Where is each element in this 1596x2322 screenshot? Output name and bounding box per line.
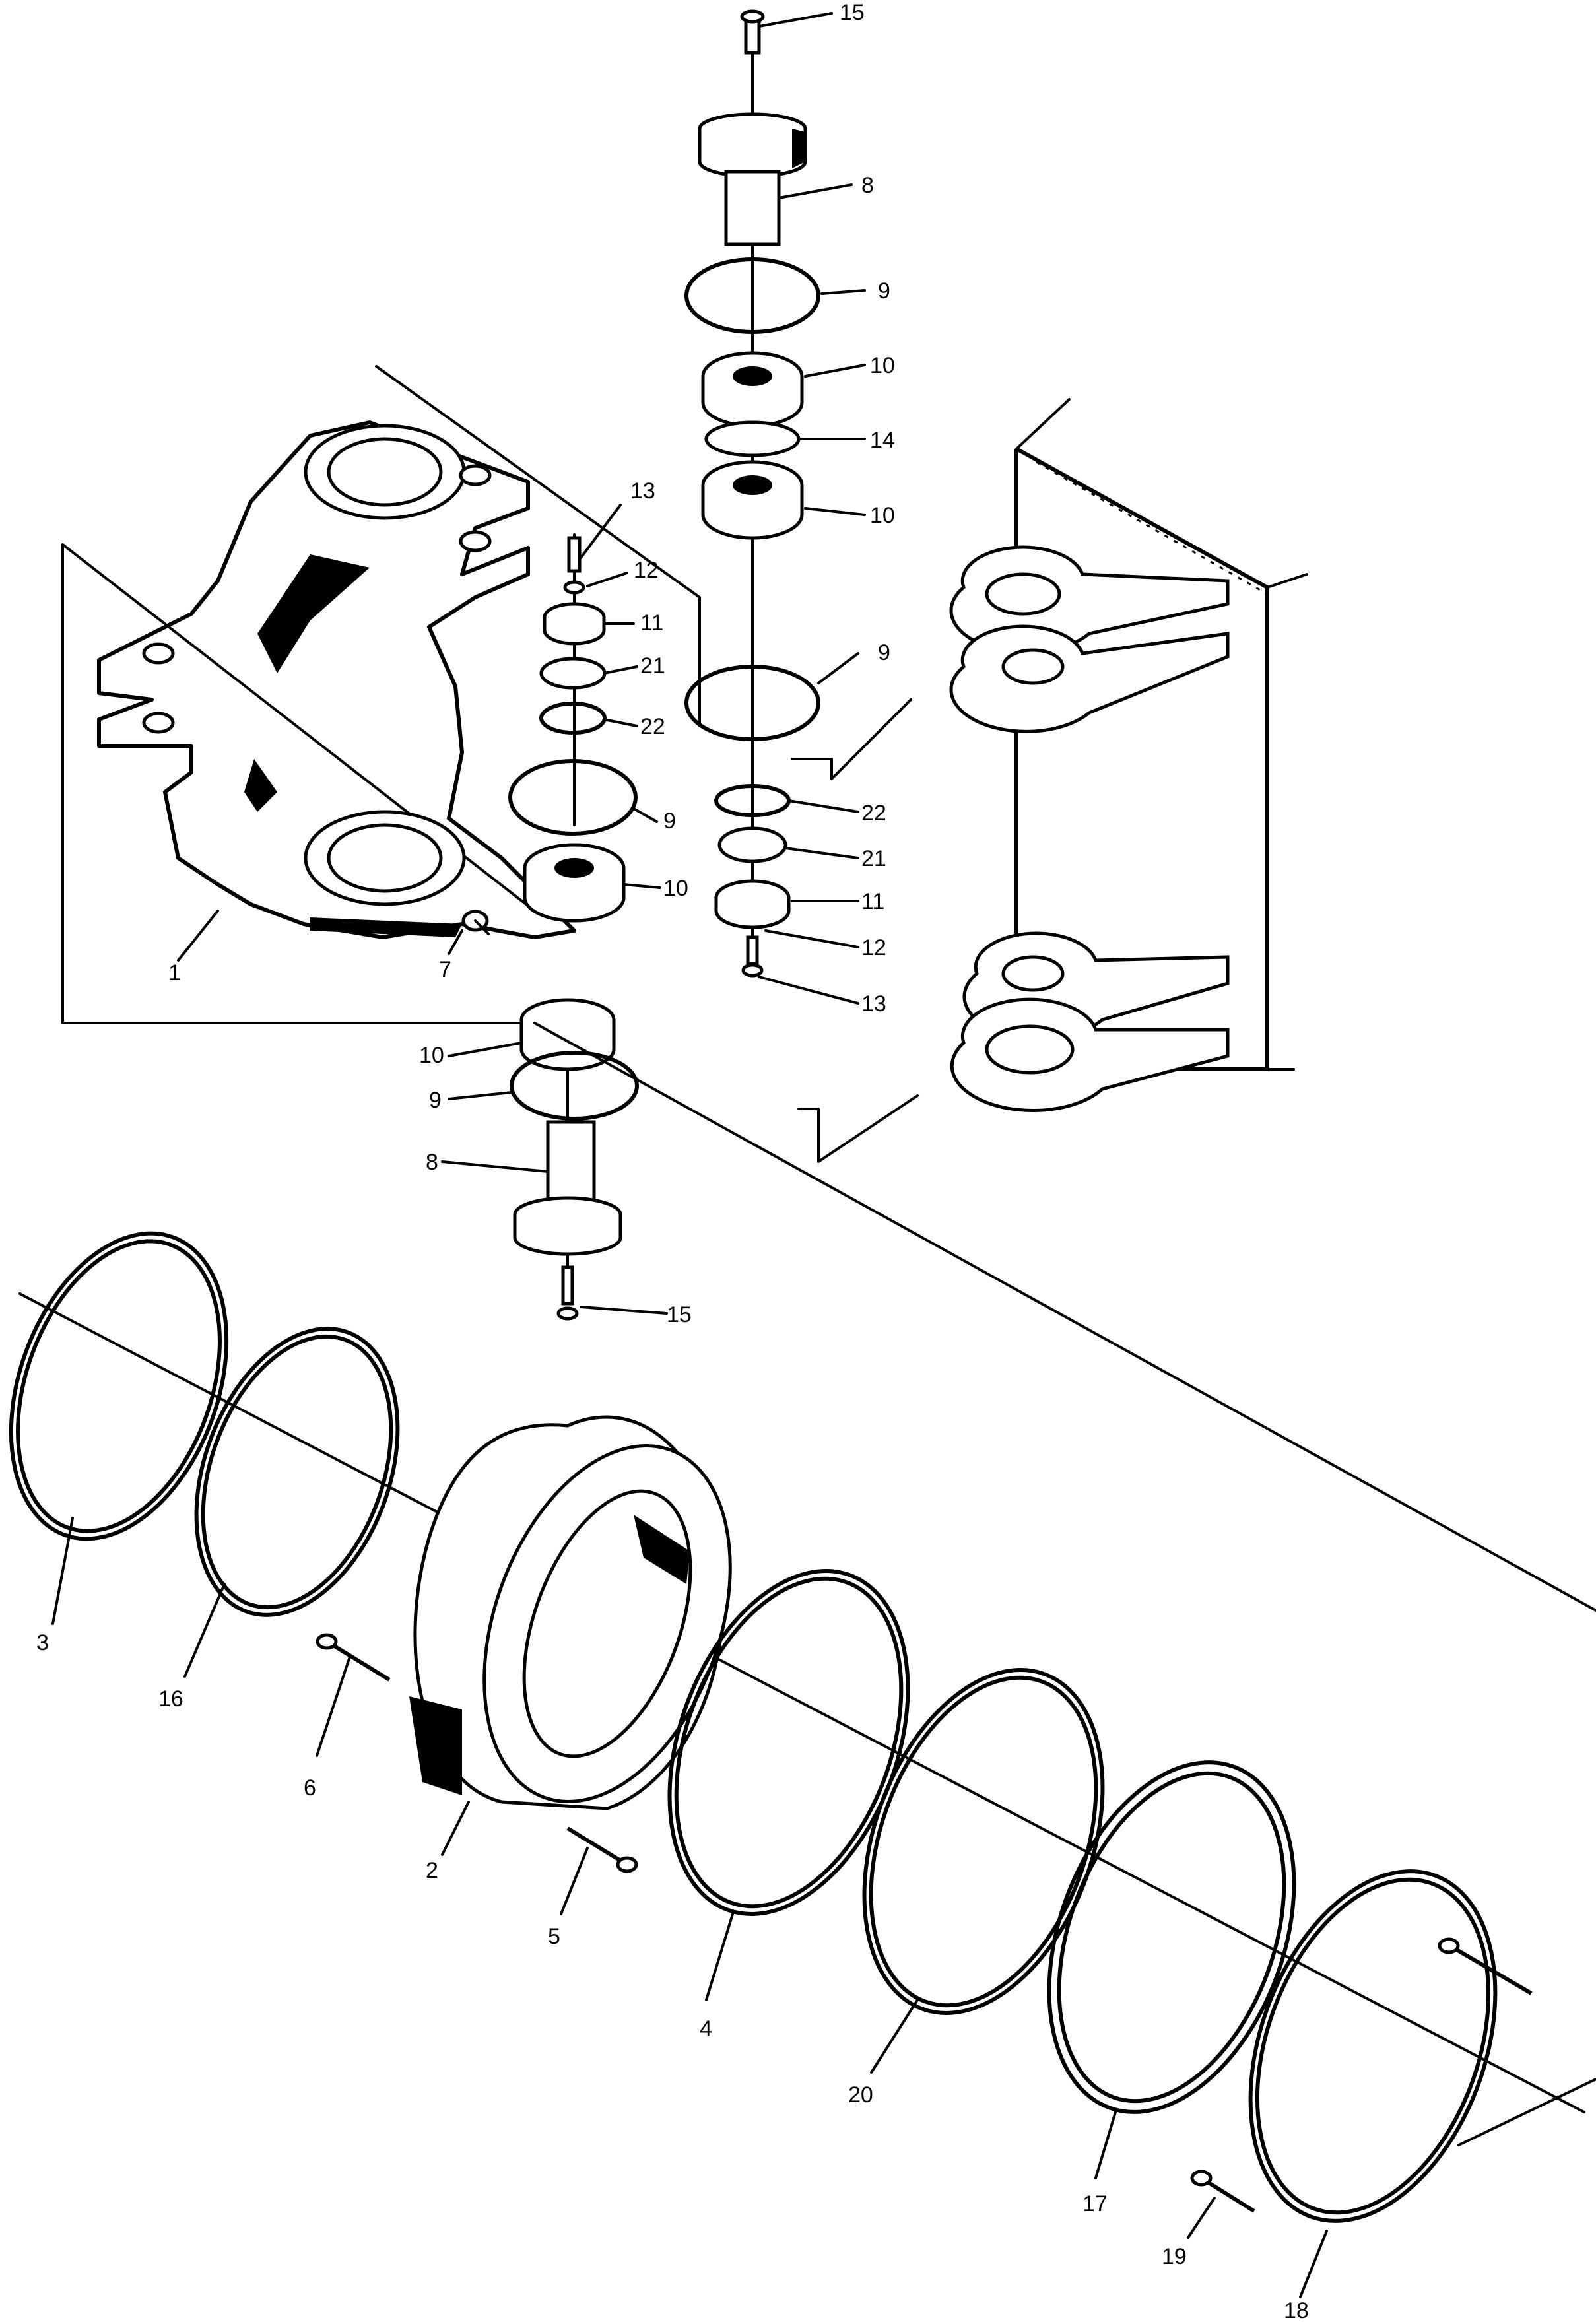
upper-axis-parts xyxy=(684,9,820,978)
callout-11-left: 11 xyxy=(640,611,663,636)
callout-13-left: 13 xyxy=(630,479,655,504)
callout-10-mid: 10 xyxy=(870,503,895,528)
part-7-grease-fitting xyxy=(461,910,490,935)
callout-16: 16 xyxy=(158,1686,183,1711)
bolts-5-6 xyxy=(316,1633,638,1873)
bolts-19 xyxy=(1190,1937,1533,2213)
callout-9-left: 9 xyxy=(663,809,676,834)
frame-bracket xyxy=(791,398,1308,1163)
callout-10-left: 10 xyxy=(663,876,688,901)
callout-21-left: 21 xyxy=(640,653,665,679)
callout-15-lower: 15 xyxy=(667,1302,692,1327)
callout-9-top: 9 xyxy=(878,279,890,304)
callout-7: 7 xyxy=(439,957,451,982)
callout-9-lower: 9 xyxy=(429,1088,442,1113)
small-parts-column xyxy=(508,533,638,923)
callout-10-upper: 10 xyxy=(870,353,895,378)
callout-10-lower: 10 xyxy=(419,1043,444,1068)
callout-9-mid: 9 xyxy=(878,640,890,665)
callout-20: 20 xyxy=(848,2082,873,2107)
callout-19: 19 xyxy=(1162,2244,1187,2269)
callout-2: 2 xyxy=(426,1858,438,1883)
callout-6: 6 xyxy=(304,1775,316,1801)
callout-18: 18 xyxy=(1284,2298,1309,2322)
rings-3-16 xyxy=(9,1231,400,1617)
part-1-knuckle xyxy=(97,420,576,939)
part-2-housing xyxy=(409,1415,732,1810)
callout-4: 4 xyxy=(700,2016,712,2041)
callout-22-left: 22 xyxy=(640,714,665,739)
callout-17: 17 xyxy=(1082,2191,1108,2216)
callout-labels: 15 8 9 10 14 10 9 22 21 11 12 13 13 12 1… xyxy=(36,0,1309,2322)
callout-5: 5 xyxy=(548,1924,560,1949)
lower-pin-stack xyxy=(510,998,639,1321)
callout-11-right: 11 xyxy=(861,889,884,914)
callout-22-right: 22 xyxy=(861,801,886,826)
callout-8-top: 8 xyxy=(861,173,874,198)
callout-12-right: 12 xyxy=(861,935,886,960)
callout-13-right: 13 xyxy=(861,991,886,1016)
callout-12-left: 12 xyxy=(634,558,659,583)
callout-1: 1 xyxy=(168,960,181,985)
rings-4-20-17-18 xyxy=(667,1569,1498,2223)
lower-frame-lines xyxy=(18,1022,1596,2146)
callout-14: 14 xyxy=(870,428,895,453)
callout-8-lower: 8 xyxy=(426,1150,438,1175)
callout-15-top: 15 xyxy=(840,0,865,25)
callout-21-right: 21 xyxy=(861,846,886,871)
leader-lines xyxy=(51,12,1328,2298)
callout-3: 3 xyxy=(36,1630,49,1655)
